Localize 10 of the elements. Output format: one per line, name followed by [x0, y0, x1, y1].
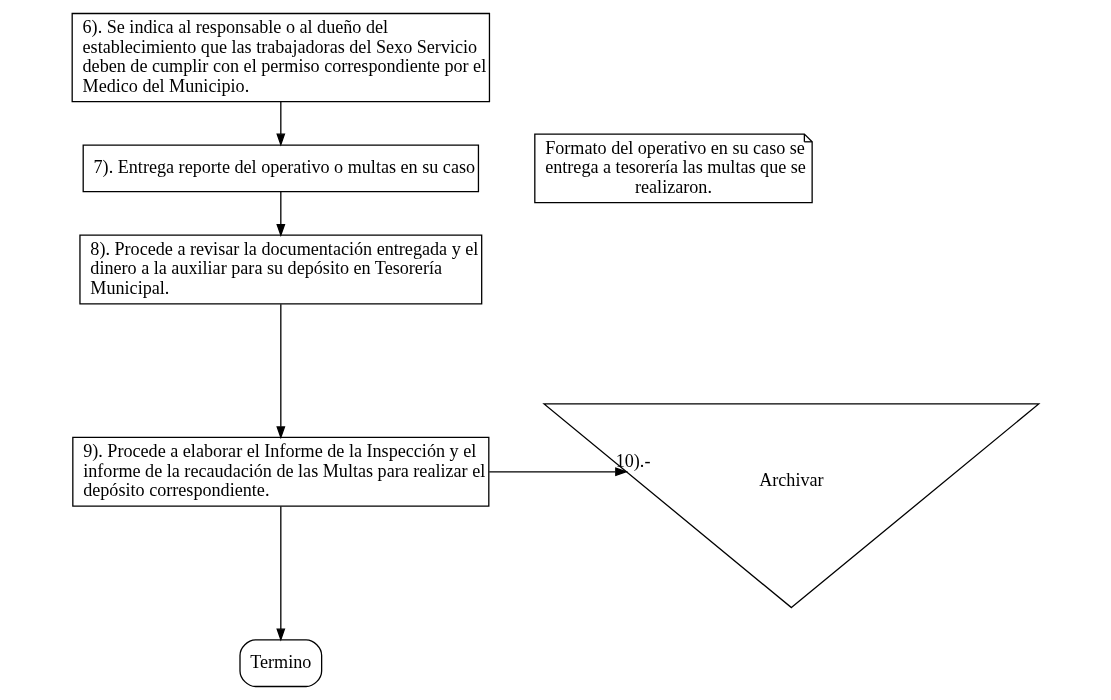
node-box: Termino: [239, 639, 323, 688]
node-box: 6). Se indica al responsable o al dueño del establecimiento que las trabajadoras del Sexo Servicio deben de cumplir con el permiso correspondiente por el Medico del Municipio.: [71, 12, 491, 103]
node-box: 8). Procede a revisar la documentación entregada y el dinero a la auxiliar para su depósito en Tesorería Municipal.: [79, 234, 483, 305]
arrow: [276, 303, 286, 440]
arrow: [488, 467, 629, 477]
arrow: [276, 505, 286, 642]
arrow: [276, 191, 286, 237]
node-box: 7). Entrega reporte del operativo o multas en su caso: [82, 144, 480, 193]
node-box: 9). Procede a elaborar el Informe de la Inspección y el informe de la recaudación de las Multas para realizar el depósito correspondiente.: [72, 436, 490, 507]
arrow: [276, 101, 286, 147]
